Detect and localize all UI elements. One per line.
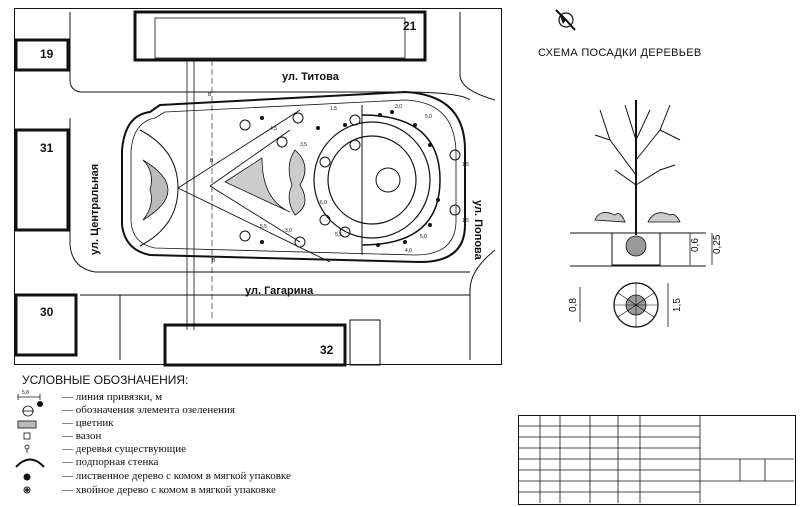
- block-outline: [154, 17, 406, 59]
- tree-dim: 0,8: [568, 298, 579, 312]
- curb-se: [469, 249, 496, 360]
- dim-label: 5,5: [260, 224, 267, 230]
- building-30: [14, 293, 78, 357]
- legend-item: — хвойное дерево с комом в мягкой упаков…: [62, 484, 276, 496]
- dim-label: 5,0: [425, 114, 432, 120]
- tree-plan-view: [579, 282, 669, 328]
- curb-ne: [459, 12, 496, 101]
- building-number: 30: [40, 305, 54, 319]
- annex: [349, 319, 381, 366]
- legend-item: — лиственное дерево с комом в мягкой упа…: [62, 470, 291, 482]
- legend-item: — деревья существующие: [62, 443, 186, 455]
- dim-label: 1,5: [462, 162, 469, 168]
- title-block-grid: [518, 415, 794, 503]
- legend-item: — линия привязки, м: [62, 391, 163, 403]
- park-inner-outline: [130, 99, 457, 256]
- building-number: 21: [403, 19, 417, 33]
- legend-item: — обозначения элемента озеленения: [62, 404, 235, 416]
- legend-item: — цветник: [62, 417, 114, 429]
- dim-label: 1,5: [330, 106, 337, 112]
- curb-titova: [69, 12, 471, 101]
- fountain: [375, 167, 401, 193]
- scheme-title: СХЕМА ПОСАДКИ ДЕРЕВЬЕВ: [538, 47, 702, 59]
- street-popova: ул. Попова: [472, 200, 484, 261]
- dim-label: 4,0: [405, 248, 412, 254]
- park-outline: [121, 90, 466, 264]
- building-31: [14, 128, 70, 232]
- dim-label: 3,5: [300, 142, 307, 148]
- emblem-flowerbed: [142, 159, 169, 221]
- dim-label: 6,0: [320, 200, 327, 206]
- tree-dim: 0,25: [712, 234, 723, 254]
- legend-item: — вазон: [62, 430, 102, 442]
- flowerbed-small: [288, 149, 306, 216]
- building-32: [163, 323, 347, 367]
- building-number: 31: [40, 141, 54, 155]
- dim-label: 5,5: [335, 232, 342, 238]
- retaining-wall: [361, 114, 441, 246]
- legend-symbols: [15, 394, 45, 494]
- title-block: [518, 415, 796, 505]
- trees-plan: [239, 112, 461, 248]
- trees-small: [260, 110, 440, 247]
- line-mark: В: [212, 258, 216, 264]
- street-tsentralnaya: ул. Центральная: [89, 164, 101, 255]
- tree-elevation: [570, 100, 713, 267]
- north-arrow-icon: [555, 9, 576, 31]
- legend-sample-dim: 5,8: [22, 390, 29, 396]
- dim-label: 1,5: [462, 218, 469, 224]
- dim-label: 5,0: [420, 234, 427, 240]
- building-number: 32: [320, 343, 334, 357]
- street-titova: ул. Титова: [282, 71, 340, 83]
- alley-paths: [177, 109, 331, 263]
- legend-item: — подпорная стенка: [62, 456, 159, 468]
- building-number: 19: [40, 47, 54, 61]
- building-19: [14, 38, 70, 72]
- street-gagarina: ул. Гагарина: [245, 285, 314, 297]
- line-mark: В: [208, 92, 212, 98]
- dim-label: 4,5: [270, 126, 277, 132]
- round-square-inner: [327, 135, 417, 225]
- flowerbed-triangle: [224, 157, 291, 213]
- dim-label: 3,0: [285, 228, 292, 234]
- curb-tsentralnaya: [69, 118, 470, 273]
- legend-title: УСЛОВНЫЕ ОБОЗНАЧЕНИЯ:: [22, 373, 189, 387]
- line-mark: В: [210, 158, 214, 164]
- building-21: [133, 10, 427, 62]
- tree-dim: 1,5: [672, 298, 683, 312]
- tree-dim: 0,6: [690, 238, 701, 252]
- dim-label: 3,0: [395, 104, 402, 110]
- round-square-outer: [313, 121, 431, 239]
